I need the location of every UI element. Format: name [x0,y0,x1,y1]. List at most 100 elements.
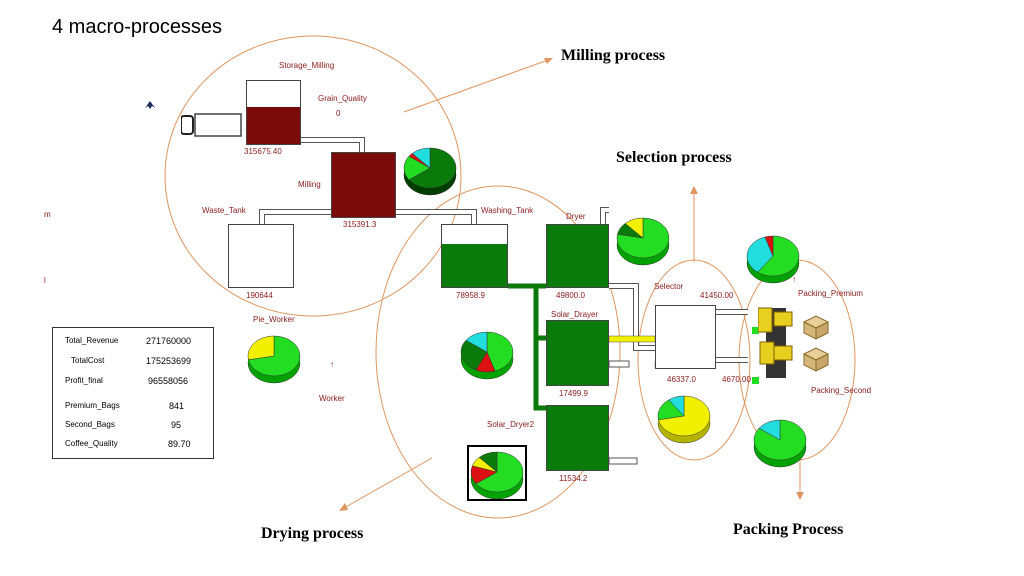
kpi-value: 96558056 [148,376,189,386]
packing-second-label: Packing_Second [811,386,872,395]
dryer-value: 49800.0 [556,291,585,300]
worker-label: Worker [319,394,345,403]
pipes [259,137,748,465]
pie-slice [753,419,807,461]
pie-slice [764,235,774,257]
kpi-value: 95 [171,420,182,430]
packing-premium-label: Packing_Premium [798,289,863,298]
waste-value: 190644 [246,291,273,300]
premium-pie [746,235,800,284]
waste-tank-label: Waste_Tank [202,206,246,215]
kpi-value: 175253699 [146,356,192,366]
worker-marker: ↑ [330,360,334,369]
solar-dryer-tank[interactable] [546,320,609,386]
milling-fill [332,153,395,217]
operator-icon [144,98,156,110]
packing-marker: ↑ [792,275,796,284]
storage-milling-label: Storage_Milling [279,61,335,70]
selector-top-value: 41450.00 [700,291,734,300]
dryer-fill [547,225,608,287]
side-bar-mark: l [44,276,46,285]
pie-slice [616,217,670,259]
milling-process-label: Milling process [561,47,666,64]
solar2-fill [547,406,608,470]
washing-value: 78958.9 [456,291,485,300]
pie-worker-label: Pie_Worker [253,315,295,324]
side-mark: m [44,210,51,219]
washing-tank-label: Washing_Tank [481,206,534,215]
premium-box-icon [802,314,830,340]
storage-value: 315675.40 [244,147,282,156]
kpi-name: Coffee_Quality [65,439,118,448]
pie-slice [247,335,275,361]
washing-pie [460,331,514,380]
pie-slice [478,451,498,473]
washing-fill [442,243,507,287]
packing-process-label: Packing Process [733,521,844,538]
green-marker-1 [752,327,759,334]
packing-arrow-head [796,492,804,500]
solar-dryer-label: Solar_Drayer [551,310,599,319]
second-box-icon [802,346,830,372]
milling-arrow [403,59,549,113]
drying-arrow-head [339,503,348,511]
pipe-solar2-outlet [608,457,638,465]
pie-slice [465,331,488,353]
page-title: 4 macro-processes [52,16,223,38]
storage-milling-tank[interactable] [246,80,301,145]
dryer-label: Dryer [566,212,586,221]
kpi-value: 89.70 [168,439,191,449]
milling-value: 315391.3 [343,220,377,229]
worker-pie [247,335,301,384]
milling-pie [403,147,457,196]
selector-label: Selector [654,282,684,291]
kpi-name: Premium_Bags [65,401,120,410]
pie-slice [624,217,644,239]
pipe-solar-outlet [608,360,630,368]
milling-tank[interactable] [331,152,396,218]
selector-right-value: 4670.00 [722,375,751,384]
kpi-name: Second_Bags [65,420,115,429]
washing-tank[interactable] [441,224,508,288]
pie-slice [758,419,781,441]
packing-machine-icon[interactable] [757,304,794,380]
dryer-pie [616,217,670,266]
milling-zone-ellipse [164,35,462,317]
pie-slice [411,147,431,169]
solar2-pie-frame [467,445,527,501]
pie-slice [757,235,800,277]
pie-slice [460,339,488,371]
pie-slice [475,451,524,493]
selector-tank[interactable] [655,305,716,369]
drying-arrow [343,457,433,509]
selector-left-value: 46337.0 [667,375,696,384]
kpi-name: Total_Revenue [65,336,119,345]
green-marker-2 [752,377,759,384]
solar-fill [547,321,608,385]
storage-fill [247,107,300,144]
solar-value: 17499.9 [559,389,588,398]
kpi-value: 841 [169,401,185,411]
dryer-tank[interactable] [546,224,609,288]
drying-process-label: Drying process [261,525,364,542]
second-pie [753,419,807,468]
pie-slice [486,331,514,372]
green-pipes [508,283,546,411]
grain-quality-value: 0 [336,109,341,118]
waste-tank[interactable] [228,224,294,288]
selection-process-label: Selection process [616,149,732,166]
solar2-pie [470,451,524,500]
grain-quality-label: Grain_Quality [318,94,367,103]
drying-zone-ellipse [375,185,621,519]
milling-label: Milling [298,180,321,189]
solar-dryer2-tank[interactable] [546,405,609,471]
pie-slice [408,147,457,189]
milling-arrow-head [544,58,553,64]
kpi-name: Profit_final [65,376,103,385]
selection-arrow-head [690,186,698,194]
selector-pie [657,395,711,444]
solar-dryer2-label: Solar_Dryer2 [487,420,535,429]
kpi-name: TotalCost [71,356,105,365]
pies-layer [247,147,807,500]
